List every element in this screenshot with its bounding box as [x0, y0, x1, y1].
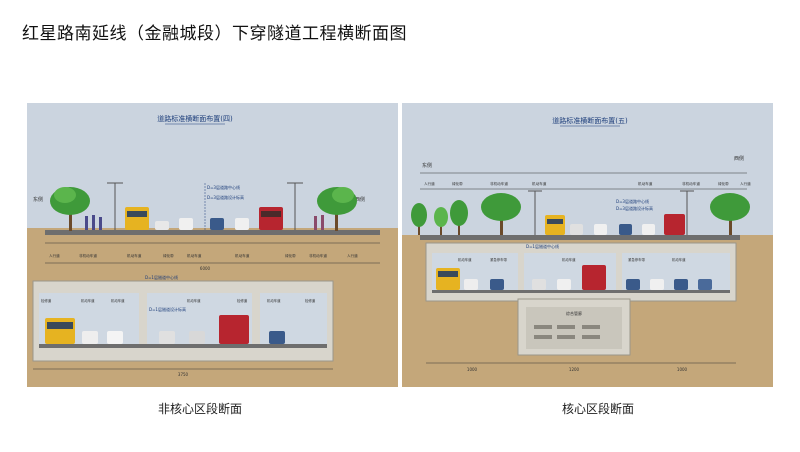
car	[570, 224, 583, 235]
tunnel-car	[159, 331, 175, 344]
total-width-label: 6000	[200, 266, 211, 271]
bottom-width-label: 1000	[467, 367, 478, 372]
tunnel-centerline-label: D=1层隧道中心线	[526, 243, 559, 249]
street-lamp	[528, 190, 694, 235]
tunnel-lane-label: 机动车道	[562, 257, 576, 262]
tunnel-car	[269, 331, 285, 344]
tunnel-centerline-label: D=1层隧道中心线	[145, 274, 178, 280]
cross-section-panel-core: 道路标准横断面布置(五) 东侧 西侧 人行道 绿化带 非机动车道 机动车道 机动…	[402, 103, 773, 387]
road-centerline-label: D=3层道路中心线	[616, 198, 649, 204]
tunnel-bus-red	[219, 315, 249, 344]
lane-label: 非机动车道	[79, 253, 97, 258]
side-label-left: 东侧	[422, 162, 432, 169]
bus-yellow	[125, 207, 149, 230]
side-label-right: 西侧	[734, 155, 744, 162]
lane-label: 绿化带	[718, 181, 729, 186]
road-elevation-label: D=3层道路设计标高	[207, 194, 244, 200]
car	[179, 218, 193, 230]
utility-gallery-label: 综合管廊	[566, 310, 582, 316]
pedestrians-left	[85, 215, 102, 230]
section-heading: 道路标准横断面布置(四)	[157, 114, 233, 123]
tunnel-car	[490, 279, 504, 290]
tunnel-lane-label: 机动车道	[267, 298, 281, 303]
lane-label: 非机动车道	[682, 181, 700, 186]
lane-label: 机动车道	[638, 181, 653, 186]
road-centerline-label: D=3层道路中心线	[207, 184, 240, 190]
tunnel-car	[698, 279, 712, 290]
tunnel-lane-label: 机动车道	[458, 257, 472, 262]
utility-pipes	[534, 325, 600, 339]
lane-label: 非机动车道	[309, 253, 327, 258]
lane-label: 绿化带	[163, 253, 174, 258]
caption-non-core: 非核心区段断面	[158, 402, 243, 416]
lane-label: 人行道	[740, 181, 751, 186]
tunnel-bus-red	[582, 265, 606, 290]
tree-right	[710, 193, 750, 235]
section-heading: 道路标准横断面布置(五)	[552, 116, 628, 125]
lane-label: 机动车道	[235, 253, 250, 258]
caption-core: 核心区段断面	[562, 402, 635, 416]
tunnel-car	[464, 279, 478, 290]
bottom-width-label: 3750	[178, 372, 189, 377]
bus-red	[259, 207, 283, 230]
tunnel-lane-label: 机动车道	[672, 257, 686, 262]
page-title: 红星路南延线（金融城段）下穿隧道工程横断面图	[22, 24, 407, 44]
tunnel-lane-label: 紧急停车带	[490, 257, 508, 262]
tunnel-car	[557, 279, 571, 290]
car	[642, 224, 655, 235]
tunnel-car	[532, 279, 546, 290]
car	[210, 218, 224, 230]
tree-left	[411, 193, 521, 235]
tunnel-car	[189, 331, 205, 344]
lane-label: 非机动车道	[490, 181, 508, 186]
car	[594, 224, 607, 235]
cross-section-drawing-core: 道路标准横断面布置(五) 东侧 西侧 人行道 绿化带 非机动车道 机动车道 机动…	[402, 116, 773, 387]
tunnel-car	[107, 331, 123, 344]
cross-section-drawing-non-core: 道路标准横断面布置(四) 东侧 西侧	[27, 114, 398, 387]
bottom-width-label: 1200	[569, 367, 580, 372]
lane-label: 机动车道	[187, 253, 202, 258]
side-label-right: 西侧	[355, 196, 365, 203]
tunnel-lane-label: 紧急停车带	[628, 257, 646, 262]
tunnel-car	[82, 331, 98, 344]
tree-right	[317, 187, 357, 231]
side-label-left: 东侧	[33, 196, 43, 203]
bus-red	[664, 214, 685, 235]
car	[619, 224, 632, 235]
pedestrians-right	[314, 215, 324, 230]
tunnel-lane-label: 检修道	[41, 298, 52, 303]
tunnel-lane-label: 机动车道	[81, 298, 95, 303]
car	[155, 221, 169, 230]
tunnel-car	[674, 279, 688, 290]
lane-label: 人行道	[49, 253, 60, 258]
tunnel-lane-label: 机动车道	[187, 298, 201, 303]
bottom-width-label: 1000	[677, 367, 688, 372]
tree-left	[50, 187, 90, 231]
surface-road	[45, 230, 380, 235]
street-lamp-right	[287, 182, 303, 230]
lane-label: 绿化带	[452, 181, 463, 186]
bus-yellow	[545, 215, 565, 235]
car	[235, 218, 249, 230]
surface-road	[420, 235, 740, 240]
lane-label: 人行道	[347, 253, 358, 258]
street-lamp-left	[107, 182, 123, 230]
tunnel-bus-yellow	[45, 318, 75, 344]
tunnel-lane-label: 机动车道	[111, 298, 125, 303]
cross-section-panel-non-core: 道路标准横断面布置(四) 东侧 西侧	[27, 103, 398, 387]
lane-label: 人行道	[424, 181, 435, 186]
tunnel-lane-label: 检修道	[237, 298, 248, 303]
tunnel-elevation-label: D=1层隧道设计标高	[149, 306, 186, 312]
tunnel-car	[626, 279, 640, 290]
lane-label: 绿化带	[285, 253, 296, 258]
tunnel-car	[650, 279, 664, 290]
lane-label: 机动车道	[532, 181, 547, 186]
road-elevation-label: D=3层道路设计标高	[616, 205, 653, 211]
tunnel-lane-label: 检修道	[305, 298, 316, 303]
lane-label: 机动车道	[127, 253, 142, 258]
